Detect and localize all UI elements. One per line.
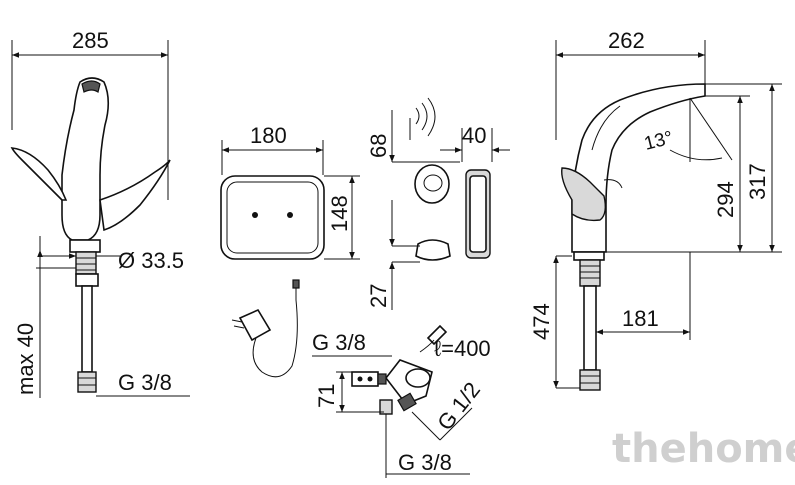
- dim-sensor-width: 180: [250, 123, 287, 148]
- receiver-disc: [414, 164, 450, 204]
- dim-total-height: 317: [745, 163, 770, 200]
- sensor-plate: 180 148: [220, 123, 360, 260]
- dim-side-width: 262: [608, 28, 645, 53]
- dim-sensor-height: 148: [327, 195, 352, 232]
- dim-angle: 13°: [642, 128, 675, 155]
- front-lever-left: [10, 147, 68, 201]
- dim-bracket-depth: 40: [462, 123, 486, 148]
- sensor-dot-right: [287, 212, 293, 218]
- dim-body-diameter: Ø 33.5: [118, 248, 184, 273]
- watermark-text: thehome: [612, 426, 795, 472]
- dim-valve-height: 71: [314, 384, 339, 408]
- side-lever: [561, 167, 607, 222]
- receiver-cap: [415, 239, 451, 261]
- dim-spout-reach: 181: [622, 306, 659, 331]
- power-adapter: [231, 279, 300, 378]
- dim-front-width: 285: [72, 28, 109, 53]
- dim-max-depth: max 40: [13, 323, 38, 395]
- dim-below-height: 474: [529, 303, 554, 340]
- valve-assembly: G 3/8 ℓ=400 71 G 1/2 G 3/8: [312, 324, 491, 478]
- side-faucet-body: [571, 83, 706, 253]
- receiver-bracket: 68 40 27: [366, 97, 510, 310]
- side-view: 262 13° 294 317 474: [529, 28, 782, 391]
- dim-spout-height: 294: [713, 181, 738, 218]
- front-lever-right: [99, 159, 171, 232]
- front-faucet-body: [61, 77, 110, 241]
- sensor-plate-outer: [220, 175, 325, 260]
- front-view: 285 Ø 33.5 max 40 G 3/8: [10, 28, 190, 398]
- dim-bracket-gap: 27: [366, 284, 391, 308]
- dim-thread-valve-bottom: G 3/8: [398, 450, 452, 475]
- dim-thread-left: G 3/8: [118, 370, 172, 395]
- dim-cable-length: ℓ=400: [434, 336, 491, 361]
- sensor-dot-left: [252, 212, 258, 218]
- dim-thread-valve-side: G 1/2: [432, 377, 485, 435]
- dim-thread-valve-top: G 3/8: [312, 330, 366, 355]
- dim-bracket-height: 68: [366, 134, 391, 158]
